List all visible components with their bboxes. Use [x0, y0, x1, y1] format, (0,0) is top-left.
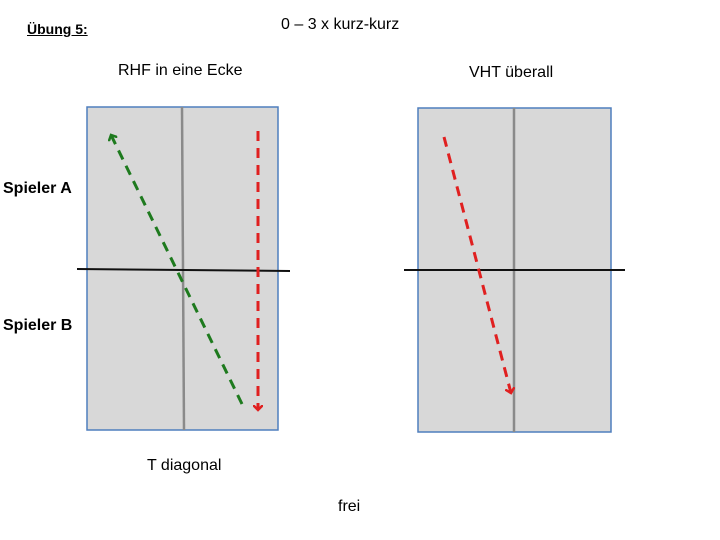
left-table-footer: T diagonal	[147, 457, 222, 474]
player-a-label: Spieler A	[3, 180, 72, 197]
right-table	[404, 107, 625, 433]
left-table-center-line	[180, 106, 186, 431]
exercise-title: Übung 5:	[27, 21, 88, 37]
left-table-heading: RHF in eine Ecke	[118, 62, 243, 79]
bottom-note: frei	[338, 498, 361, 515]
left-table	[76, 106, 291, 431]
left-table-net	[76, 268, 291, 272]
right-table-heading: VHT überall	[469, 64, 554, 81]
player-b-label: Spieler B	[3, 317, 73, 334]
drill-title: 0 – 3 x kurz-kurz	[281, 16, 400, 33]
